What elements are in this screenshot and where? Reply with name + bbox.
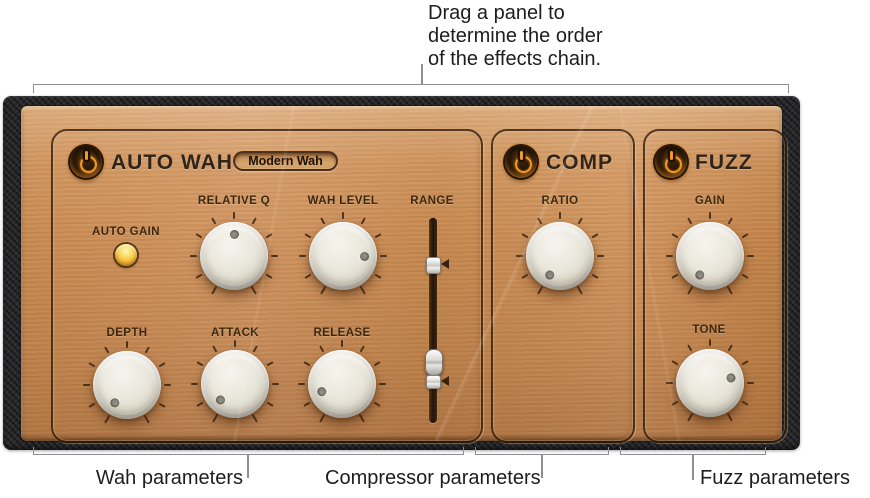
wah-bracket: [33, 447, 464, 455]
fuzz-wah-device: AUTO WAH Modern Wah AUTO GAIN RELATIVE Q…: [3, 96, 800, 450]
ratio-knob[interactable]: [516, 212, 604, 295]
knob-face: [97, 355, 157, 415]
gain-knob[interactable]: [666, 212, 754, 295]
knob-label-gain: GAIN: [694, 195, 726, 207]
knob-indicator-dot: [544, 269, 557, 282]
auto-gain-label: AUTO GAIN: [92, 226, 160, 238]
knob-label-ratio: RATIO: [541, 195, 579, 207]
drag-note-line-3: of the effects chain.: [428, 48, 602, 70]
drag-note-line-1: Drag a panel to: [428, 2, 565, 24]
panel-auto-wah[interactable]: AUTO WAH Modern Wah AUTO GAIN RELATIVE Q…: [51, 129, 483, 443]
relative-q-knob[interactable]: [190, 212, 278, 295]
knob-face: [680, 353, 740, 413]
knob-indicator-dot: [360, 251, 369, 261]
panel-fuzz[interactable]: FUZZ GAIN TONE: [643, 129, 787, 443]
tone-knob[interactable]: [666, 339, 754, 422]
drag-note-stem: [421, 64, 423, 84]
knob-indicator-dot: [214, 393, 228, 407]
caption-fuzz-parameters: Fuzz parameters: [700, 467, 851, 489]
knob-label-release: RELEASE: [313, 327, 371, 339]
knob-label-tone: TONE: [692, 324, 726, 336]
knob-label-attack: ATTACK: [211, 327, 259, 339]
range-slider-label: RANGE: [410, 195, 454, 207]
auto-wah-power-button[interactable]: [70, 146, 102, 178]
caption-compressor-parameters: Compressor parameters: [325, 467, 541, 489]
knob-face: [312, 354, 372, 414]
drag-note-bracket: [33, 84, 789, 93]
depth-knob[interactable]: [83, 341, 171, 424]
knob-face: [680, 226, 740, 286]
knob-face: [530, 226, 590, 286]
wood-face: AUTO WAH Modern Wah AUTO GAIN RELATIVE Q…: [21, 106, 787, 443]
power-icon: [664, 155, 682, 173]
caption-wah-parameters: Wah parameters: [95, 467, 243, 489]
power-icon-bar: [669, 151, 673, 160]
panel-title-auto-wah: AUTO WAH: [111, 151, 233, 174]
comp-bracket-stem: [541, 454, 543, 478]
comp-power-button[interactable]: [505, 146, 537, 178]
panel-title-comp: COMP: [546, 151, 613, 174]
range-min-arrow-icon: [441, 376, 449, 386]
knob-indicator-dot: [229, 230, 239, 239]
range-slider-min-handle[interactable]: [426, 375, 441, 389]
fuzz-power-button[interactable]: [655, 146, 687, 178]
fuzz-bracket-stem: [692, 454, 694, 480]
preset-selector[interactable]: Modern Wah: [233, 151, 338, 171]
range-slider-max-handle[interactable]: [426, 257, 441, 274]
knob-indicator-dot: [316, 386, 328, 398]
power-icon: [514, 155, 532, 173]
range-slider-pedal-handle[interactable]: [425, 349, 443, 376]
wah-bracket-stem: [247, 454, 249, 478]
drag-note: Drag a panel to determine the order of t…: [428, 2, 603, 71]
drag-note-line-2: determine the order: [428, 25, 603, 47]
knob-label-depth: DEPTH: [106, 327, 148, 339]
knob-label-wah-level: WAH LEVEL: [307, 195, 379, 207]
knob-indicator-dot: [725, 371, 737, 383]
knob-indicator-dot: [694, 269, 707, 282]
wah-level-knob[interactable]: [299, 212, 387, 295]
knob-indicator-dot: [109, 396, 122, 410]
range-max-arrow-icon: [441, 259, 449, 269]
power-icon-bar: [84, 151, 88, 160]
range-slider-track[interactable]: [429, 218, 437, 423]
power-icon: [79, 155, 97, 173]
knob-label-relative-q: RELATIVE Q: [197, 195, 271, 207]
panel-comp[interactable]: COMP RATIO: [491, 129, 635, 443]
panel-title-fuzz: FUZZ: [695, 151, 753, 174]
attack-knob[interactable]: [191, 340, 279, 423]
knob-face: [205, 354, 265, 414]
auto-gain-led-button[interactable]: [115, 244, 137, 266]
release-knob[interactable]: [298, 340, 386, 423]
power-icon-bar: [519, 151, 523, 160]
